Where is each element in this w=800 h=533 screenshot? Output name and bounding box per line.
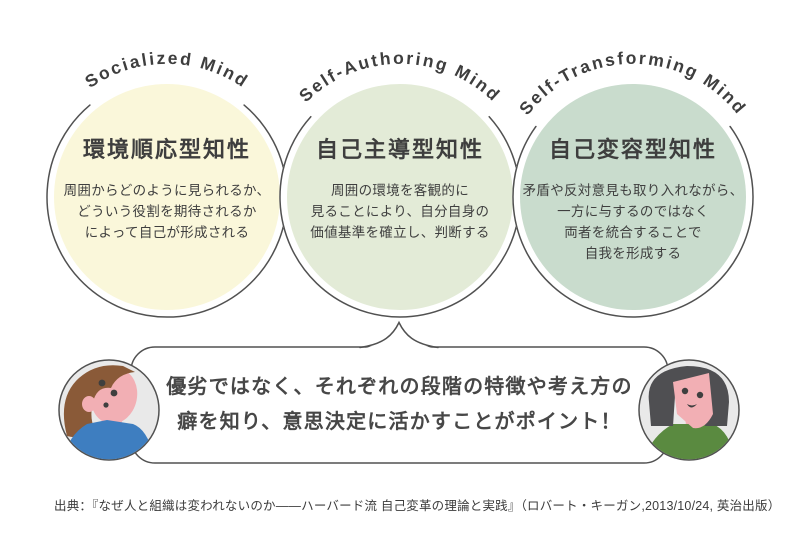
man-eye-left [98, 379, 106, 387]
man-eye-right [110, 389, 118, 397]
key-message: 優劣ではなく、それぞれの段階の特徴や考え方の 癖を知り、意思決定に活かすことがポ… [131, 347, 668, 463]
woman-face [673, 373, 713, 429]
speech-bubble-tail-fill [362, 322, 436, 352]
woman-shirt [643, 424, 735, 460]
key-message-line-2: 癖を知り、意思決定に活かすことがポイント！ [177, 411, 622, 433]
key-message-line-1: 優劣ではなく、それぞれの段階の特徴や考え方の [166, 376, 633, 398]
woman-avatar-icon [638, 359, 740, 461]
desc-self-transforming: 矛盾や反対意見も取り入れながら、 一方に与するのではなく 両者を統合することで … [522, 183, 744, 261]
desc-self-authoring: 周囲の環境を客観的に 見ることにより、自分自身の 価値基準を確立し、判断する [310, 183, 490, 240]
circle-fill-self-transforming [520, 84, 746, 310]
circle-self-transforming-mind: Self-Transforming Mind [512, 48, 754, 318]
man-avatar-icon [58, 359, 160, 461]
woman-eye-right [696, 391, 704, 399]
title-self-transforming: 自己変容型知性 [548, 137, 717, 162]
circle-fill-self-authoring [287, 84, 513, 310]
man-hair [63, 365, 135, 438]
circle-fill-socialized [54, 84, 280, 310]
woman-eye-left [681, 387, 689, 395]
citation: 出典：『なぜ人と組織は変われないのか――ハーバード流 自己変革の理論と実践』（ロ… [54, 499, 781, 513]
title-self-authoring: 自己主導型知性 [315, 137, 484, 162]
circle-outline-arc [512, 125, 754, 318]
speech-bubble-tail [359, 320, 439, 349]
man-mouth [103, 402, 109, 408]
woman-mouth [687, 404, 697, 408]
man-ear [82, 396, 96, 412]
man-shirt [63, 420, 155, 460]
title-socialized: 環境順応型知性 [82, 137, 251, 162]
stage-circles-graphic: Socialized Mind Self-Authoring Mind Self… [46, 48, 754, 318]
desc-socialized: 周囲からどのように見られるか、 どういう役割を期待されるか によって自己が形成さ… [63, 183, 271, 240]
